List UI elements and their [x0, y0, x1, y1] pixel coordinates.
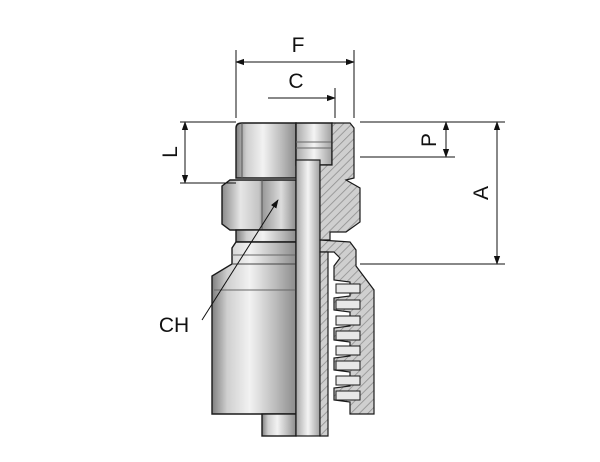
- label-l: L: [159, 146, 182, 158]
- neck: [235, 229, 297, 243]
- dimension-lines: [180, 50, 505, 321]
- section-stud: [319, 122, 361, 241]
- cross-section: [319, 122, 375, 437]
- label-p: P: [418, 133, 441, 147]
- cone-seat: [295, 122, 333, 166]
- socket: [211, 241, 297, 415]
- grip-teeth: [319, 251, 329, 437]
- label-c: C: [288, 70, 303, 93]
- dim-ch-leader: [201, 199, 279, 321]
- label-a: A: [470, 186, 493, 200]
- male-stud: [235, 122, 297, 179]
- label-f: F: [292, 34, 305, 57]
- hex-nut: [221, 179, 297, 231]
- inner-bore: [295, 159, 321, 437]
- hose-tail: [261, 413, 297, 437]
- label-ch: CH: [159, 314, 189, 337]
